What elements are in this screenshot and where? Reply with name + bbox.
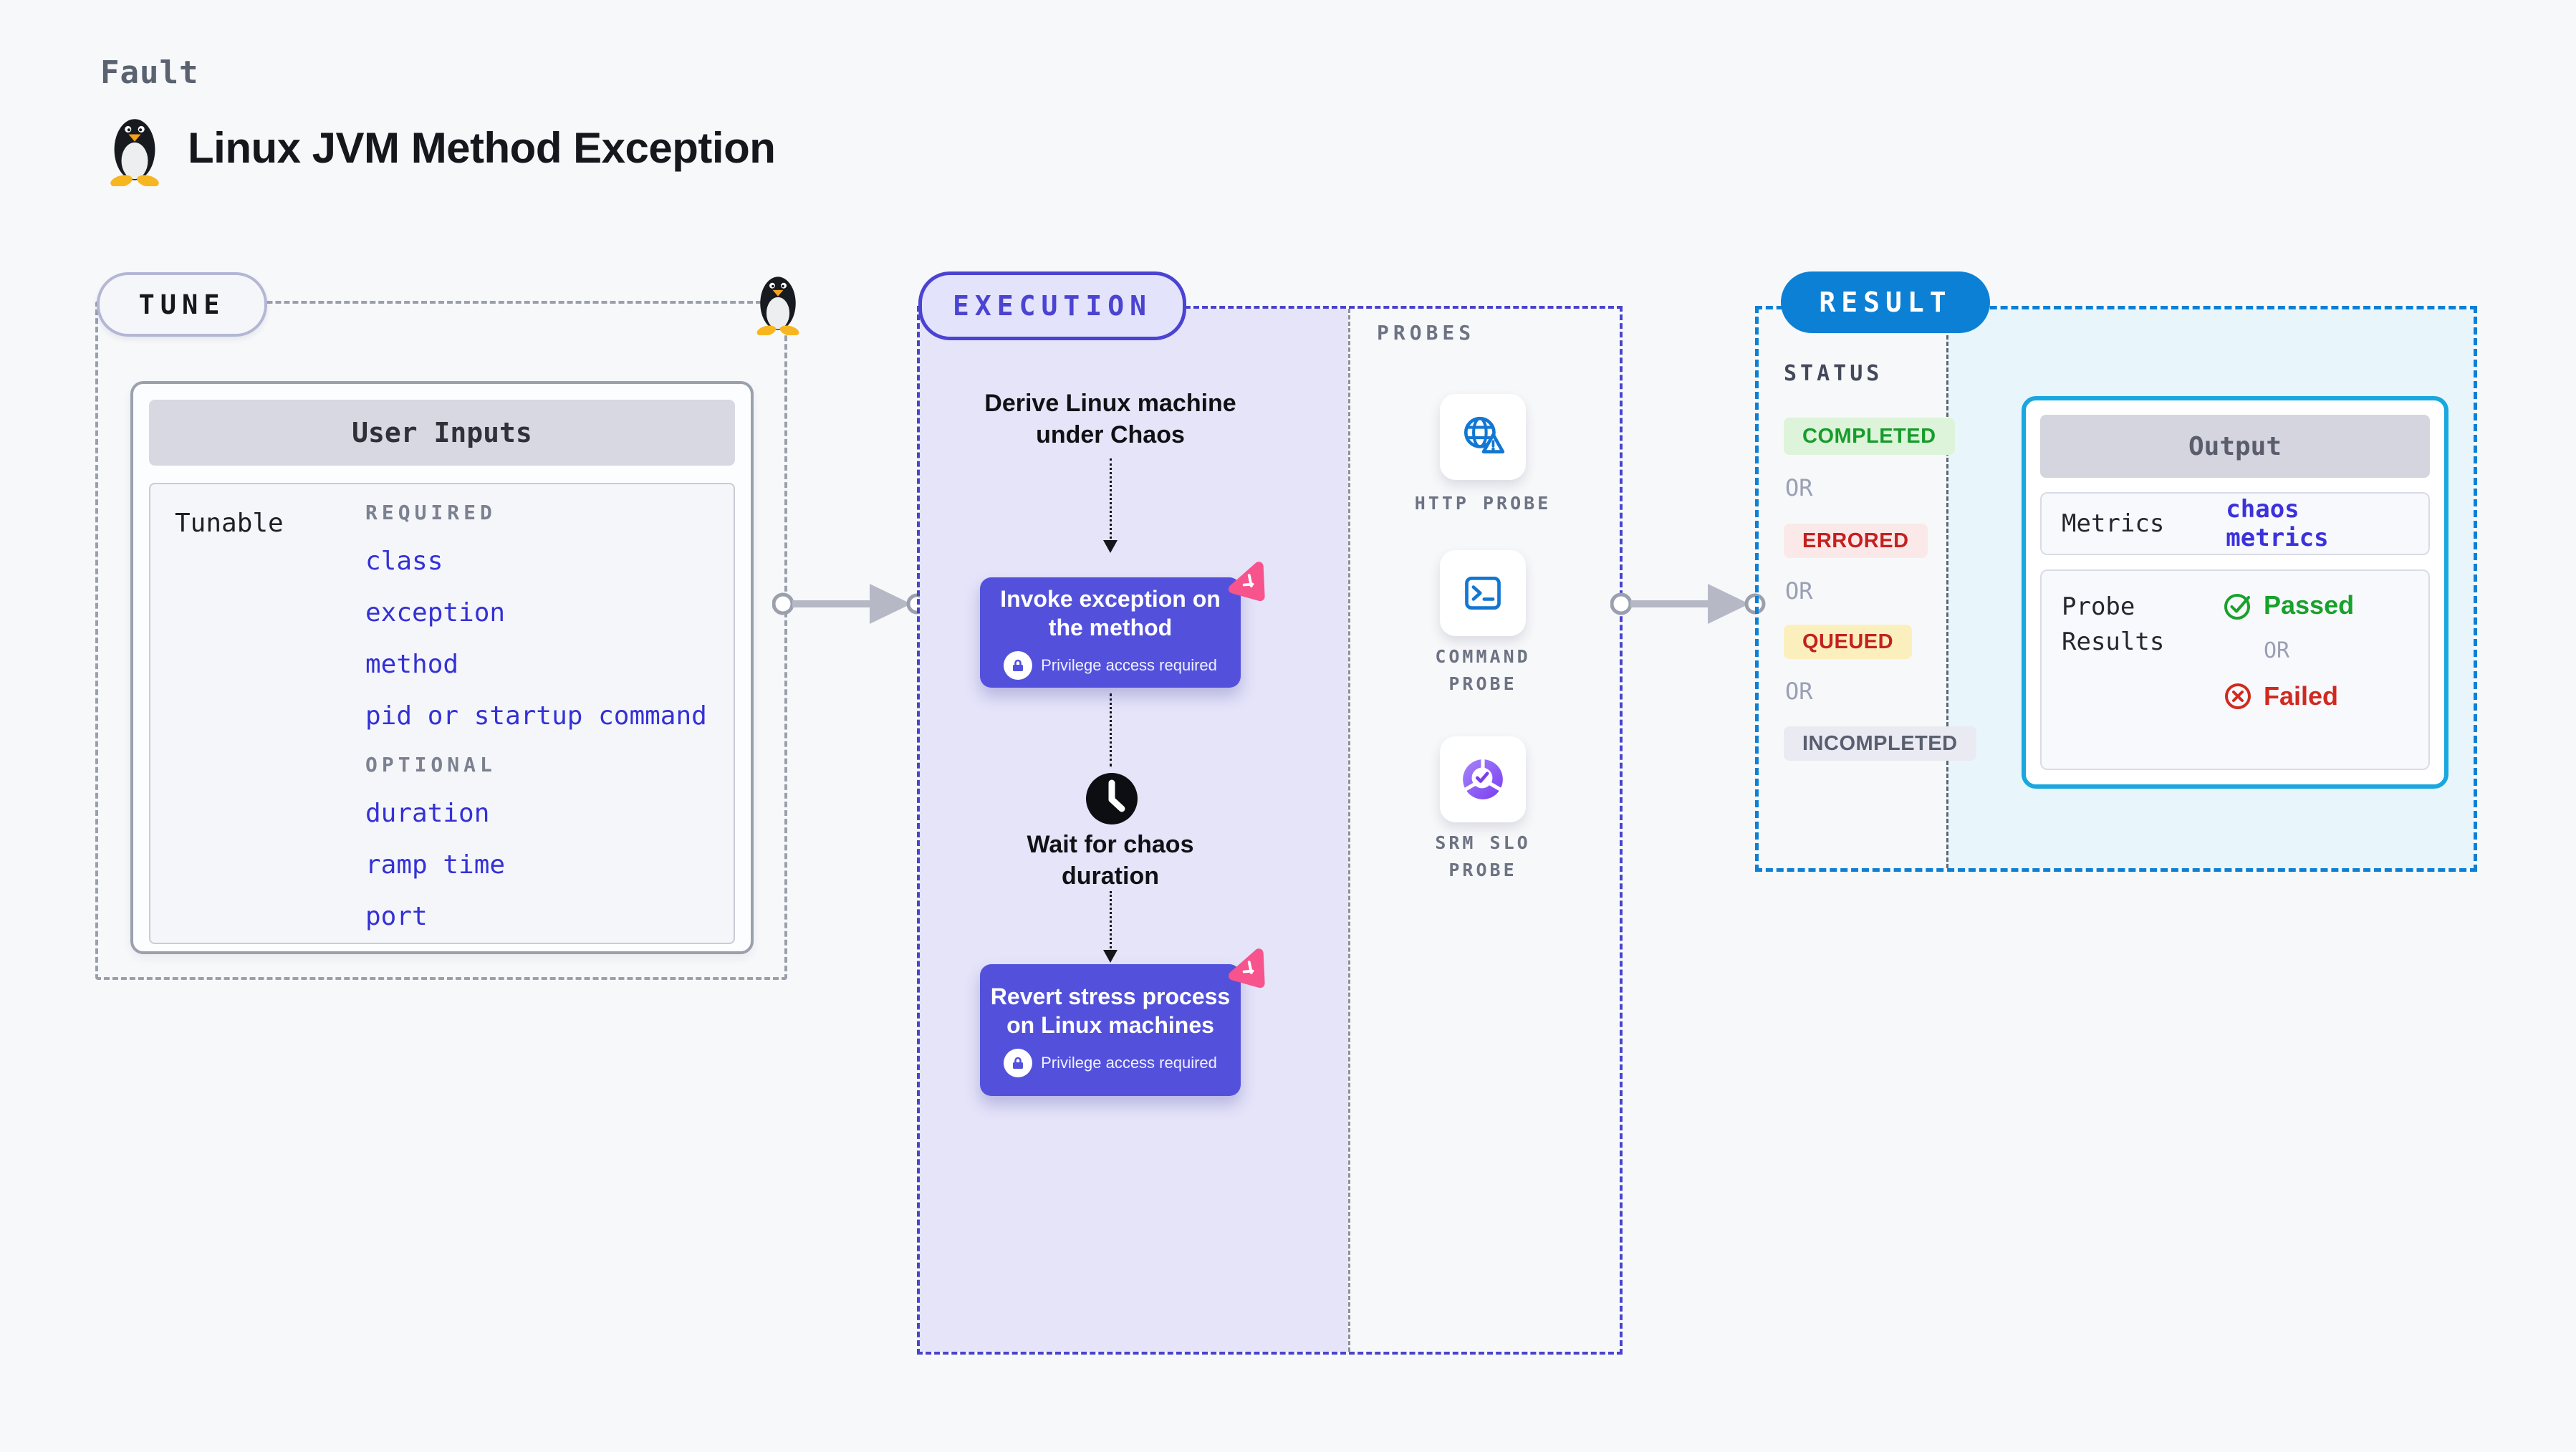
- privilege-note: Privilege access required: [1041, 655, 1217, 674]
- tune-penguin-icon: [749, 268, 807, 339]
- failed-text: Failed: [2264, 681, 2339, 711]
- passed-row: Passed: [2222, 590, 2354, 621]
- lock-icon: [1004, 1048, 1033, 1077]
- fault-kicker: Fault: [100, 54, 199, 91]
- srm-slo-probe-card: [1440, 736, 1526, 822]
- tunable-link-port[interactable]: port: [365, 902, 428, 931]
- or-separator: OR: [1785, 577, 1813, 605]
- invoke-exception-text: Invoke exception on the method: [1000, 586, 1221, 640]
- metrics-label: Metrics: [2062, 509, 2165, 538]
- status-badge-queued: QUEUED: [1784, 625, 1913, 659]
- linux-penguin-icon: [110, 119, 159, 186]
- or-separator: OR: [1785, 678, 1813, 705]
- tune-to-execution-arrow: [772, 584, 928, 624]
- slo-check-icon: [1462, 758, 1504, 799]
- title-row: Linux JVM Method Exception: [102, 109, 776, 186]
- tune-section-box: [95, 301, 787, 980]
- execution-label: EXECUTION: [918, 271, 1186, 340]
- tunable-link-duration[interactable]: duration: [365, 799, 490, 828]
- or-separator: OR: [1785, 474, 1813, 501]
- status-badge-incompleted: INCOMPLETED: [1784, 726, 1976, 761]
- user-inputs-header: User Inputs: [149, 400, 735, 466]
- or-separator: OR: [2264, 638, 2290, 663]
- globe-alert-icon: [1464, 416, 1505, 453]
- passed-text: Passed: [2264, 590, 2355, 620]
- output-card: Output Metrics chaos metrics Probe Resul…: [2022, 396, 2448, 789]
- metrics-row: Metrics chaos metrics: [2040, 492, 2430, 555]
- flow-arrow-3: [1110, 891, 1112, 948]
- user-inputs-table: Tunable REQUIRED class exception method …: [149, 483, 735, 944]
- flow-arrow-3-head: [1103, 950, 1118, 963]
- chaos-metrics-link[interactable]: chaos metrics: [2226, 495, 2329, 552]
- chaos-logo-icon: [1222, 944, 1269, 992]
- step-derive-text: Derive Linux machine under Chaos: [984, 390, 1236, 448]
- execution-section-box: [917, 306, 1623, 1355]
- tunable-link-class[interactable]: class: [365, 547, 443, 576]
- output-header: Output: [2040, 415, 2430, 478]
- required-heading: REQUIRED: [365, 501, 496, 524]
- flow-line-2: [1110, 693, 1112, 766]
- chaos-logo-icon: [1222, 557, 1269, 605]
- tunable-link-ramp-time[interactable]: ramp time: [365, 850, 506, 880]
- page-title: Linux JVM Method Exception: [188, 123, 776, 172]
- check-circle-icon: [2224, 594, 2250, 620]
- command-probe-label: COMMAND PROBE: [1435, 646, 1531, 694]
- tunable-row-label: Tunable: [175, 509, 284, 538]
- flow-arrow-1-head: [1103, 540, 1118, 553]
- tunable-link-exception[interactable]: exception: [365, 598, 506, 628]
- probe-results-label: Probe Results: [2062, 592, 2165, 657]
- privilege-row: Privilege access required: [1004, 650, 1217, 680]
- execution-probes-divider: [1348, 309, 1350, 1352]
- http-probe-label: HTTP PROBE: [1414, 493, 1552, 514]
- result-label: RESULT: [1781, 271, 1990, 333]
- execution-flow-pane: [920, 309, 1348, 1352]
- revert-stress-step: Revert stress process on Linux machines …: [980, 964, 1241, 1096]
- probes-label: PROBES: [1377, 321, 1476, 345]
- optional-heading: OPTIONAL: [365, 753, 496, 777]
- privilege-note: Privilege access required: [1041, 1053, 1217, 1072]
- status-badge-errored: ERRORED: [1784, 524, 1928, 558]
- http-probe-card: [1440, 394, 1526, 480]
- probes-to-result-arrow: [1610, 584, 1766, 624]
- x-circle-icon: [2225, 683, 2251, 709]
- tunable-link-method[interactable]: method: [365, 650, 459, 679]
- command-probe-card: [1440, 550, 1526, 636]
- tunable-link-pid-or-startup-command[interactable]: pid or startup command: [365, 701, 707, 731]
- status-heading: STATUS: [1784, 361, 1883, 386]
- clock-icon: [1085, 772, 1138, 829]
- invoke-exception-step: Invoke exception on the method Privilege…: [980, 577, 1241, 688]
- result-divider: [1946, 309, 1948, 868]
- revert-stress-text: Revert stress process on Linux machines: [990, 984, 1231, 1038]
- failed-row: Failed: [2222, 681, 2354, 712]
- probe-results-row: Probe Results Passed OR Failed: [2040, 569, 2430, 770]
- user-inputs-card: User Inputs Tunable REQUIRED class excep…: [130, 381, 754, 954]
- privilege-row: Privilege access required: [1004, 1048, 1217, 1077]
- tune-label: TUNE: [97, 272, 267, 337]
- terminal-icon: [1465, 577, 1501, 610]
- flow-arrow-1: [1110, 458, 1112, 539]
- srm-slo-probe-label: SRM SLO PROBE: [1435, 832, 1531, 880]
- status-badge-completed: COMPLETED: [1784, 418, 1955, 455]
- step-wait-text: Wait for chaos duration: [1027, 831, 1194, 890]
- lock-icon: [1004, 650, 1033, 680]
- probe-results-values: Passed OR Failed: [2222, 590, 2354, 750]
